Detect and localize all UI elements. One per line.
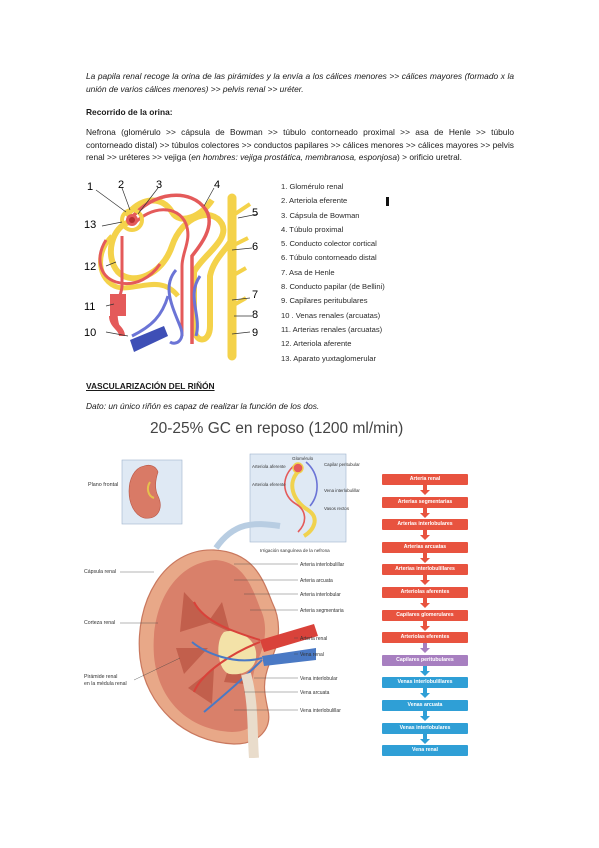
- flow-step: Capilares glomerulares: [382, 609, 468, 621]
- label-capsula-renal: Cápsula renal: [84, 569, 116, 575]
- flow-arrow-stem: [423, 733, 427, 739]
- inset-eferente: Arteriola eferente: [252, 482, 286, 487]
- nephron-num-1: 1: [87, 181, 93, 193]
- flow-step: Capilares peritubulares: [382, 654, 468, 666]
- flow-arrow-stem: [423, 552, 427, 558]
- label-vena-interlobular: Vena interlobular: [300, 676, 338, 682]
- flow-arrow-stem: [423, 598, 427, 603]
- legend-item: 4. Túbulo proximal: [281, 224, 344, 234]
- label-arteria-arcuata: Arteria arcuata: [300, 578, 333, 584]
- nephron-num-11: 11: [84, 301, 95, 313]
- inset-vena-interlobulillar: Vena interlobulillar: [324, 488, 360, 493]
- flow-step: Venas interlobulares: [382, 722, 468, 734]
- label-arteria-segmentaria: Arteria segmentaria: [300, 608, 344, 614]
- recorrido-italic: en hombres: vejiga prostática, membranos…: [191, 152, 397, 163]
- flow-step: Arteriolas eferentes: [382, 632, 468, 644]
- recorrido-end: ) > orificio uretral.: [396, 152, 462, 163]
- label-arteria-renal: Arteria renal: [300, 636, 327, 642]
- flow-arrow-stem: [423, 688, 427, 694]
- legend-item: 6. Túbulo contorneado distal: [281, 253, 377, 263]
- legend-item: 11. Arterias renales (arcuatas): [281, 324, 383, 334]
- legend-item: 3. Cápsula de Bowman: [281, 210, 360, 220]
- nephron-num-7: 7: [252, 289, 258, 301]
- section-title: VASCULARIZACIÓN DEL RIÑÓN: [86, 381, 215, 391]
- flow-step: Arteria renal: [382, 474, 468, 485]
- flow-arrow-stem: [423, 620, 427, 626]
- nephron-diagram: 1 2 3 4 5 6 7 8 9 10 11 12 13: [84, 179, 258, 361]
- flow-step: Venas interlobulillares: [382, 677, 468, 689]
- nephron-num-4: 4: [214, 179, 220, 191]
- inset-vasos-rectos: Vasos rectos: [324, 506, 350, 511]
- nephron-num-8: 8: [252, 309, 258, 321]
- flow-step: Venas arcuata: [382, 700, 468, 711]
- flow-arrow-stem: [423, 711, 427, 716]
- nephron-num-2: 2: [118, 179, 124, 191]
- flow-arrow: [420, 648, 430, 654]
- legend-item: 1. Glomérulo renal: [281, 182, 344, 191]
- kidney-figure-heading: 20-25% GC en reposo (1200 ml/min): [150, 420, 404, 437]
- flow-arrow-stem: [423, 665, 427, 671]
- recorrido-paragraph: Nefrona (glomérulo >> cápsula de Bowman …: [86, 126, 514, 164]
- flow-step: Arteriolas aferentes: [382, 587, 468, 598]
- flow-arrow: [420, 693, 430, 699]
- label-corteza-renal: Corteza renal: [84, 620, 115, 626]
- recorrido-text: Nefrona (glomérulo >> cápsula de Bowman …: [86, 127, 514, 163]
- right-labels: Arteria interlobulillar Arteria arcuata …: [234, 562, 345, 714]
- nephron-num-6: 6: [252, 241, 258, 253]
- recorrido-title: Recorrido de la orina:: [86, 107, 173, 117]
- text-cursor: [386, 197, 389, 206]
- flow-step: Arterias arcuatas: [382, 541, 468, 553]
- flow-arrow: [420, 557, 430, 563]
- inset-capilar: Capilar peritubular: [324, 462, 360, 467]
- nephron-num-3: 3: [156, 179, 162, 191]
- label-vena-interlobulillar: Vena interlobulillar: [300, 708, 341, 714]
- label-medula-renal: en la médula renal: [84, 681, 127, 687]
- flow-step: Arterias segmentarias: [382, 496, 468, 508]
- label-vena-renal: Vena renal: [300, 652, 324, 658]
- flow-arrow: [420, 670, 430, 676]
- flow-arrow: [420, 490, 430, 495]
- flow-arrow-stem: [423, 575, 427, 581]
- kidney-diagram: Plano frontal Glomérulo Arteriola aferen…: [84, 453, 360, 758]
- flow-arrow-stem: [423, 643, 427, 649]
- plano-frontal-label: Plano frontal: [88, 482, 118, 488]
- flow-arrow: [420, 580, 430, 586]
- inset-irrigacion: Irrigación sanguínea de la nefrona: [260, 548, 330, 553]
- legend-item: 9. Capilares peritubulares: [281, 296, 368, 306]
- legend-item: 13. Aparato yuxtaglomerular: [281, 353, 376, 363]
- flow-arrow-stem: [423, 530, 427, 536]
- flow-step: Arterias interlobulares: [382, 519, 468, 531]
- flow-arrow: [420, 716, 430, 721]
- legend-item: 8. Conducto papilar (de Bellini): [281, 282, 385, 292]
- label-arteria-interlobular: Arteria interlobular: [300, 592, 341, 598]
- section-note: Dato: un único riñón es capaz de realiza…: [86, 401, 320, 411]
- inset-aferente: Arteriola aferente: [252, 464, 286, 469]
- legend-item: 7. Asa de Henle: [281, 267, 335, 277]
- label-vena-arcuata: Vena arcuata: [300, 690, 330, 696]
- flow-arrow: [420, 535, 430, 541]
- legend-item: 12. Arteriola aferente: [281, 339, 352, 349]
- papila-paragraph: La papila renal recoge la orina de las p…: [86, 71, 514, 94]
- flow-step: Arterias interlobulillares: [382, 564, 468, 576]
- flow-arrow: [420, 738, 430, 744]
- nephron-num-9: 9: [252, 327, 258, 339]
- legend-item: 5. Conducto colector cortical: [281, 239, 377, 249]
- flow-arrow-stem: [423, 485, 427, 490]
- label-piramide-renal: Pirámide renal: [84, 674, 117, 680]
- nephron-num-13: 13: [84, 219, 96, 231]
- inset-glomerulo: Glomérulo: [292, 456, 314, 461]
- nephron-num-10: 10: [84, 327, 96, 339]
- label-arteria-interlobulillar: Arteria interlobulillar: [300, 562, 345, 568]
- nephron-num-5: 5: [252, 207, 258, 219]
- legend-item: 10 . Venas renales (arcuatas): [281, 310, 381, 320]
- nephron-legend: 1. Glomérulo renal 2. Arteriola eferente…: [281, 180, 411, 366]
- flow-arrow: [420, 625, 430, 631]
- flow-step: Vena renal: [382, 745, 468, 757]
- flow-arrow: [420, 603, 430, 608]
- flow-arrow-stem: [423, 507, 427, 513]
- legend-item: 2. Arteriola eferente: [281, 196, 348, 206]
- flow-arrow: [420, 512, 430, 518]
- nephron-num-12: 12: [84, 261, 96, 273]
